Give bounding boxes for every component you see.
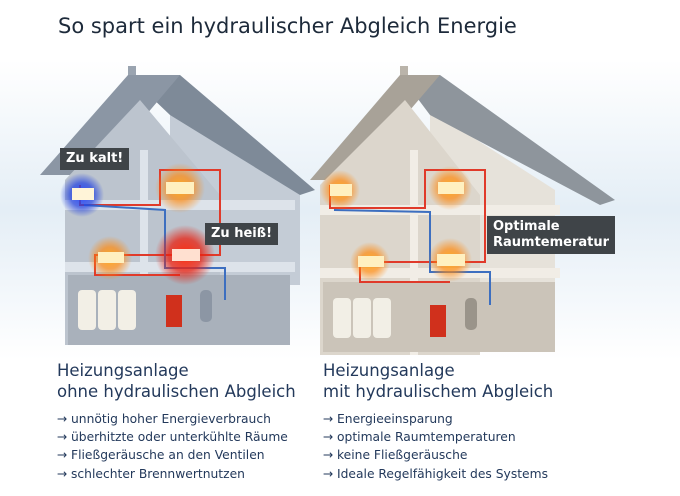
- bullet-text: keine Fließgeräusche: [337, 448, 468, 463]
- list-item: →schlechter Brennwertnutzen: [57, 465, 296, 483]
- right-heading: Heizungsanlage mit hydraulischem Abgleich: [323, 360, 553, 402]
- label-too-hot: Zu heiß!: [205, 223, 279, 245]
- left-column: Heizungsanlage ohne hydraulischen Abgleic…: [57, 360, 296, 483]
- list-item: →Energieeinsparung: [323, 410, 553, 428]
- arrow-icon: →: [323, 448, 334, 463]
- label-optimal-line-2: Raumtemeratur: [493, 235, 610, 250]
- page-title: So spart ein hydraulischer Abgleich Ener…: [58, 14, 517, 38]
- list-item: →überhitzte oder unterkühlte Räume: [57, 428, 296, 446]
- label-optimal-temperature: Optimale Raumtemeratur: [487, 216, 616, 254]
- bullet-text: Fließgeräusche an den Ventilen: [71, 448, 265, 463]
- left-heading: Heizungsanlage ohne hydraulischen Abgleic…: [57, 360, 296, 402]
- right-heading-line-1: Heizungsanlage: [323, 361, 455, 380]
- left-heading-line-2: ohne hydraulischen Abgleich: [57, 382, 296, 401]
- arrow-icon: →: [57, 430, 68, 445]
- bullet-text: Energieeinsparung: [337, 412, 453, 426]
- list-item: →optimale Raumtemperaturen: [323, 428, 553, 446]
- arrow-icon: →: [57, 448, 68, 463]
- bullet-text: überhitzte oder unterkühlte Räume: [71, 430, 288, 445]
- bullet-text: Ideale Regelfähigkeit des Systems: [337, 466, 548, 481]
- arrow-icon: →: [323, 412, 334, 426]
- bullet-text: unnötig hoher Energieverbrauch: [71, 412, 271, 426]
- left-bullet-list: →unnötig hoher Energieverbrauch →überhit…: [57, 410, 296, 483]
- arrow-icon: →: [57, 466, 68, 481]
- label-too-cold: Zu kalt!: [60, 148, 130, 170]
- list-item: →keine Fließgeräusche: [323, 446, 553, 464]
- right-column: Heizungsanlage mit hydraulischem Abgleich…: [323, 360, 553, 483]
- arrow-icon: →: [323, 466, 334, 481]
- right-heading-line-2: mit hydraulischem Abgleich: [323, 382, 554, 401]
- house-with-balancing: [310, 66, 615, 355]
- arrow-icon: →: [323, 430, 334, 445]
- label-optimal-line-1: Optimale: [493, 219, 560, 234]
- list-item: →unnötig hoher Energieverbrauch: [57, 410, 296, 428]
- bullet-text: optimale Raumtemperaturen: [337, 430, 516, 445]
- list-item: →Fließgeräusche an den Ventilen: [57, 446, 296, 464]
- left-heading-line-1: Heizungsanlage: [57, 361, 189, 380]
- list-item: →Ideale Regelfähigkeit des Systems: [323, 465, 553, 483]
- bullet-text: schlechter Brennwertnutzen: [71, 466, 245, 481]
- right-bullet-list: →Energieeinsparung →optimale Raumtempera…: [323, 410, 553, 483]
- arrow-icon: →: [57, 412, 68, 426]
